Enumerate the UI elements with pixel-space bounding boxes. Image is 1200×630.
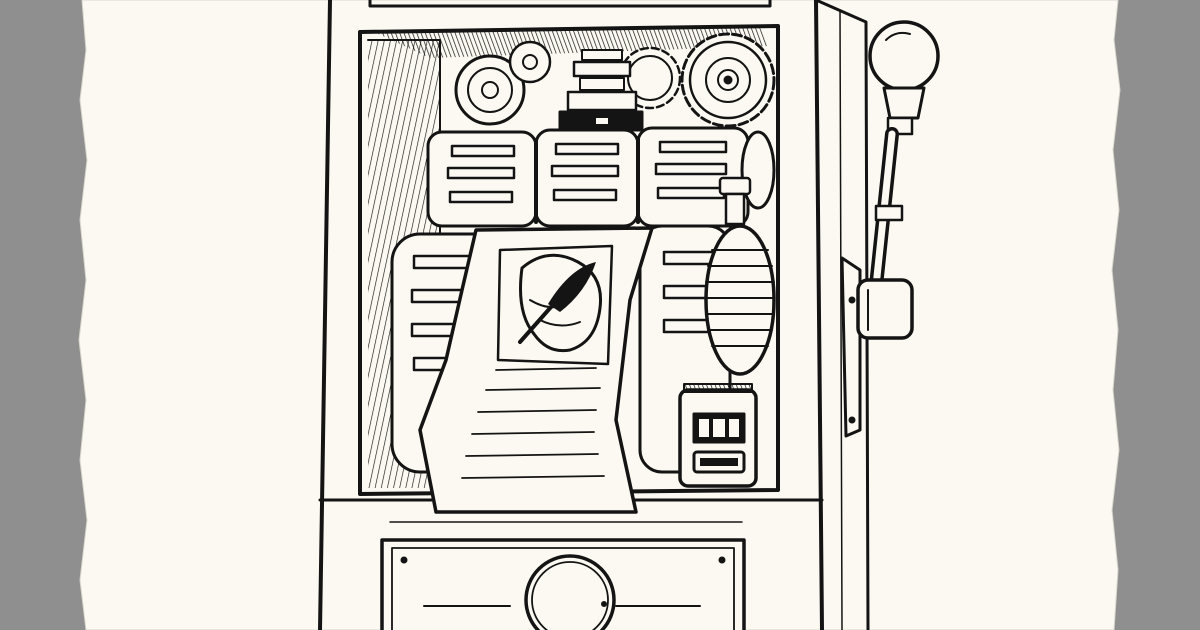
counter-display [678,383,758,488]
gear-left-icon [454,40,552,126]
dial-knob[interactable] [524,554,616,630]
quill-hand-icon [518,253,603,353]
gear-spindle [558,49,644,132]
upper-reels [426,126,776,228]
pull-lever[interactable] [840,20,940,438]
cabinet [318,0,870,630]
